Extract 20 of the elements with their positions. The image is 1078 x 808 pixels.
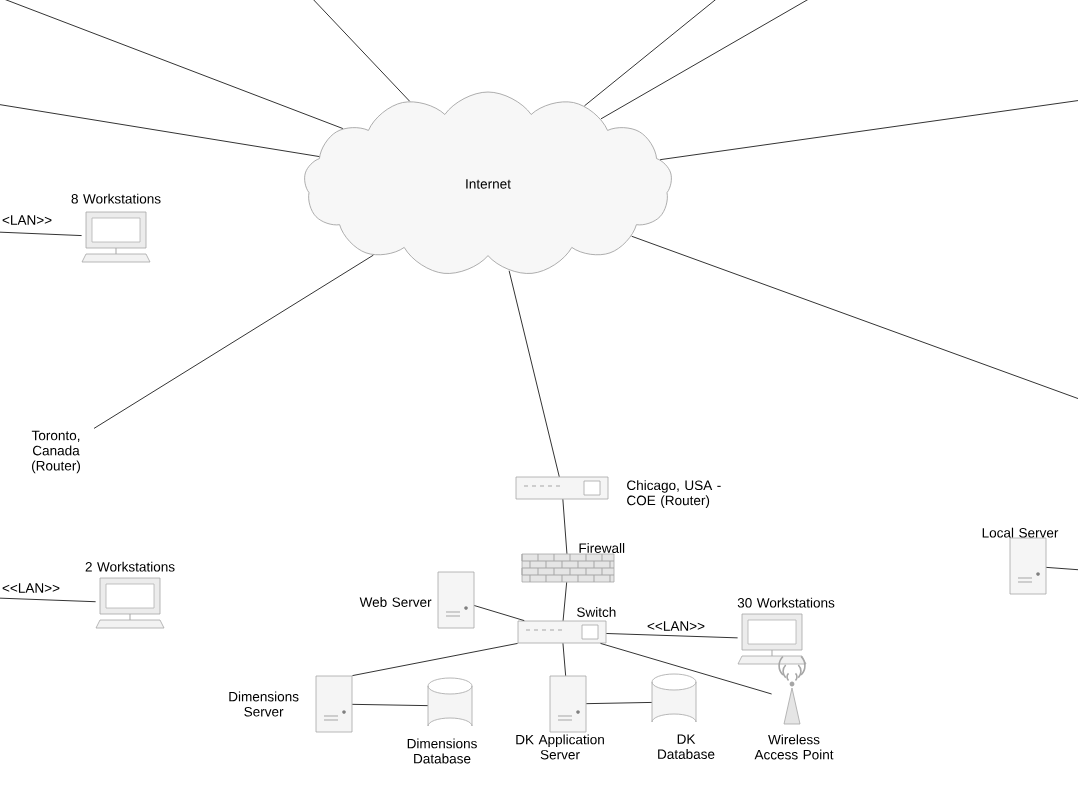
connector-line: [0, 0, 344, 130]
connector-line: [605, 633, 739, 639]
connector-line: [309, 0, 411, 102]
connector-line: [351, 703, 429, 707]
connector-line: [508, 270, 560, 478]
connector-line: [0, 103, 320, 158]
connector-line: [562, 581, 568, 622]
connector-line: [473, 605, 525, 622]
connector-line: [585, 701, 653, 705]
connector-line: [631, 235, 1078, 401]
connector-line: [0, 597, 97, 603]
connector-line: [93, 254, 374, 429]
connector-line: [562, 498, 568, 555]
connector-line: [0, 231, 83, 237]
connector-line: [584, 0, 721, 107]
connector-line: [659, 99, 1078, 161]
connector-line: [600, 642, 773, 695]
connector-line: [351, 642, 519, 677]
connector-line: [1045, 566, 1078, 571]
connector-line: [562, 642, 567, 677]
